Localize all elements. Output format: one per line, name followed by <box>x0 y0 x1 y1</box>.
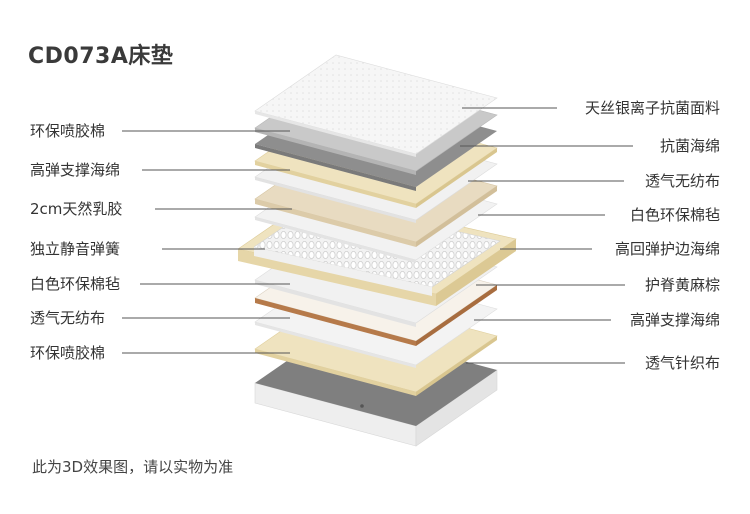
label-right-8: 透气针织布 <box>644 354 720 372</box>
label-left-5: 白色环保棉毡 <box>30 275 121 293</box>
leader-lines-right <box>460 107 633 364</box>
label-tag-icon <box>360 404 364 408</box>
label-left-7: 环保喷胶棉 <box>30 344 106 362</box>
label-left-6: 透气无纺布 <box>30 309 106 327</box>
label-left-2: 高弹支撑海绵 <box>30 161 121 179</box>
label-right-1: 天丝银离子抗菌面料 <box>584 99 720 117</box>
label-right-4: 白色环保棉毡 <box>629 206 720 224</box>
label-right-5: 高回弹护边海绵 <box>614 240 720 258</box>
disclaimer-note: 此为3D效果图，请以实物为准 <box>32 458 234 476</box>
label-left-3: 2cm天然乳胶 <box>30 200 123 218</box>
label-right-7: 高弹支撑海绵 <box>629 311 720 329</box>
layer-top-fabric <box>254 54 498 157</box>
page-title: CD073A床垫 <box>28 44 174 69</box>
label-right-6: 护脊黄麻棕 <box>644 276 720 294</box>
label-right-2: 抗菌海绵 <box>659 137 720 155</box>
leader-lines-left <box>122 130 292 354</box>
label-right-3: 透气无纺布 <box>644 172 720 190</box>
label-left-1: 环保喷胶棉 <box>30 122 106 140</box>
label-left-4: 独立静音弹簧 <box>30 240 121 258</box>
